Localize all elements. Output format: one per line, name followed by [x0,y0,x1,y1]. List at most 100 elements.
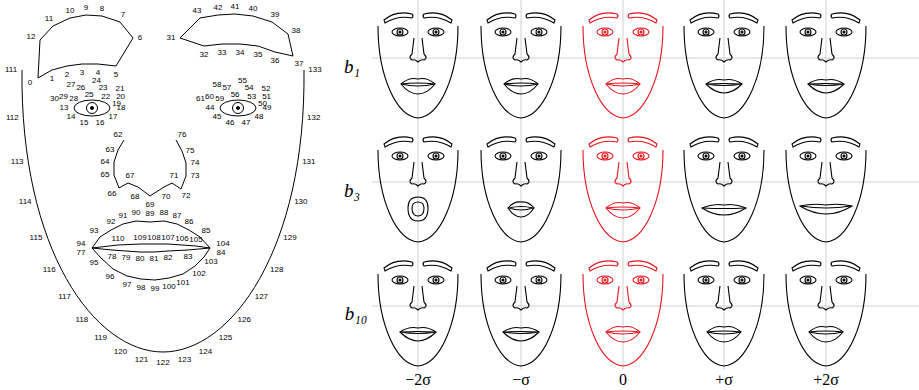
landmark-number: 64 [101,158,110,166]
left-pupil [91,107,94,110]
landmark-number: 14 [67,113,76,121]
landmark-number: 16 [96,119,105,127]
nose [114,140,186,196]
landmark-number: 66 [108,190,117,198]
landmark-number: 84 [217,249,226,257]
landmark-number: 98 [137,284,146,292]
landmark-number: 50 [258,100,267,108]
landmark-number: 116 [43,266,56,274]
grid-lines [372,0,919,370]
landmark-number: 8 [100,5,104,13]
landmark-number: 19 [112,100,121,108]
landmark-number: 104 [216,240,229,248]
landmark-number: 76 [178,131,187,139]
landmark-number: 83 [184,253,193,261]
landmark-number: 78 [108,253,117,261]
landmark-number: 6 [138,34,142,42]
landmark-number: 99 [151,285,160,293]
right-pupil [237,107,240,110]
landmark-number: 2 [65,71,69,79]
landmark-number: 103 [204,258,217,266]
landmark-number: 55 [238,77,247,85]
landmark-number: 0 [28,79,32,87]
landmark-number: 47 [242,119,251,127]
landmark-number: 28 [69,95,78,103]
landmark-number: 30 [50,95,59,103]
landmark-number: 73 [191,172,200,180]
landmark-number: 132 [307,114,320,122]
mouth [92,221,210,280]
landmark-number: 27 [66,81,75,89]
landmark-number: 97 [123,281,132,289]
landmark-number: 108 [147,234,160,242]
landmark-number: 13 [60,104,69,112]
landmark-number: 58 [212,81,221,89]
landmark-number: 123 [178,356,191,364]
right-eye [220,100,256,116]
landmark-number: 107 [161,234,174,242]
landmark-number: 38 [292,27,301,35]
landmark-number: 26 [76,84,85,92]
landmark-number: 10 [66,7,75,15]
landmark-number: 17 [109,113,118,121]
landmark-number: 131 [302,158,315,166]
jaw [22,70,304,352]
landmark-number: 86 [185,218,194,226]
sigma-label: +2σ [813,372,839,388]
landmark-number: 5 [114,71,118,79]
landmark-number: 25 [85,91,94,99]
landmark-number: 80 [136,255,145,263]
face-grid [378,13,866,366]
landmark-number: 69 [146,201,155,209]
landmark-number: 92 [107,218,116,226]
landmark-number: 127 [255,293,268,301]
landmark-number: 51 [262,93,271,101]
landmark-number: 94 [77,240,86,248]
sigma-label: −2σ [405,372,431,388]
landmark-number: 20 [116,93,125,101]
landmark-number: 67 [126,172,135,180]
landmark-number: 75 [186,147,195,155]
landmark-number: 3 [80,69,84,77]
landmark-number: 112 [6,114,19,122]
sigma-label: +σ [715,372,733,388]
landmark-number: 39 [271,11,280,19]
landmark-number: 126 [238,316,251,324]
landmark-number: 106 [175,235,188,243]
sigma-label: −σ [512,372,530,388]
right-brow [180,14,293,56]
landmark-number: 1 [50,75,54,83]
landmark-number: 130 [294,198,307,206]
landmark-number: 22 [101,93,110,101]
landmark-number: 56 [231,91,240,99]
landmark-number: 90 [132,209,141,217]
landmark-number: 96 [106,273,115,281]
landmark-number: 125 [219,334,232,342]
landmark-number: 23 [99,84,108,92]
landmark-number: 24 [92,77,101,85]
landmark-number: 102 [192,270,205,278]
landmark-number: 11 [45,15,53,23]
landmark-number: 46 [226,119,235,127]
landmark-number: 54 [245,84,254,92]
landmark-number: 115 [30,234,43,242]
landmark-number: 121 [135,356,148,364]
landmark-number: 57 [222,84,231,92]
landmark-number: 4 [96,69,100,77]
landmark-number: 7 [121,11,125,19]
landmark-number: 93 [90,227,99,235]
landmark-number: 74 [191,159,200,167]
landmark-number: 34 [236,49,245,57]
landmark-number: 89 [146,210,155,218]
landmark-number: 44 [206,104,215,112]
landmark-number: 133 [308,66,321,74]
landmark-number: 109 [133,234,146,242]
sigma-label: 0 [619,372,627,388]
landmark-number: 88 [160,209,169,217]
landmark-number: 128 [270,266,283,274]
landmark-number: 40 [249,5,258,13]
left-eye [74,100,110,116]
landmark-number: 87 [173,212,182,220]
landmark-number: 41 [231,3,240,11]
landmark-number: 118 [75,316,88,324]
